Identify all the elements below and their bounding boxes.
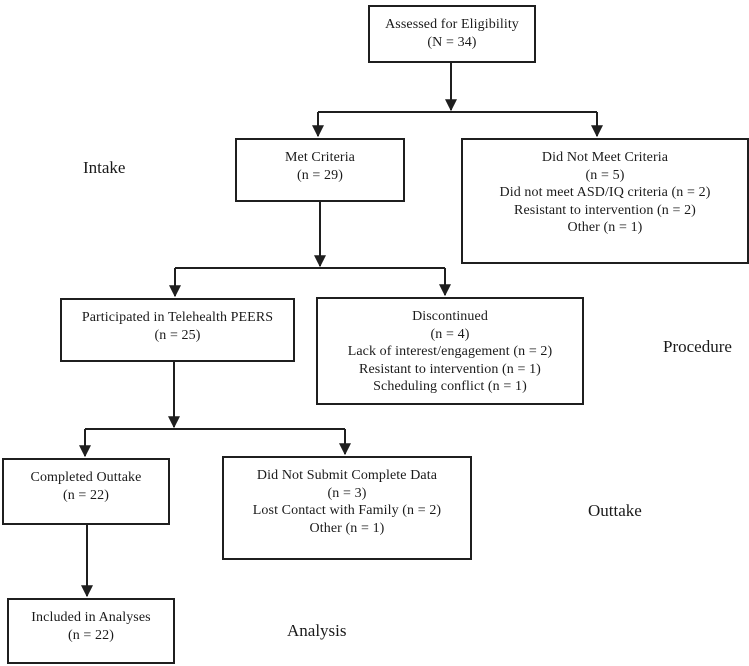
flow-box-text: Completed Outtake (n = 22) (30, 470, 142, 503)
connector-assessed-to-intake-branch (312, 63, 603, 138)
flow-box-text: Included in Analyses (n = 22) (31, 610, 151, 643)
flow-box-did-not-meet-criteria: Did Not Meet Criteria (n = 5) Did not me… (461, 138, 749, 264)
connector-participated-to-outtake-branch (79, 362, 351, 458)
flow-box-text: Met Criteria (n = 29) (284, 150, 355, 183)
flow-box-text: Participated in Telehealth PEERS (n = 25… (81, 310, 274, 343)
flow-box-included-in-analyses: Included in Analyses (n = 22) (7, 598, 175, 664)
flow-box-did-not-submit-complete-data: Did Not Submit Complete Data (n = 3) Los… (222, 456, 472, 560)
flow-box-assessed-for-eligibility: Assessed for Eligibility (N = 34) (368, 5, 536, 63)
flow-box-text: Did Not Meet Criteria (n = 5) Did not me… (499, 150, 711, 235)
stage-label-intake: Intake (83, 158, 126, 177)
flow-box-participated-in-telehealth-peers: Participated in Telehealth PEERS (n = 25… (60, 298, 295, 362)
stage-label-outtake: Outtake (588, 501, 642, 520)
flow-box-text: Assessed for Eligibility (N = 34) (385, 17, 519, 50)
connector-met-to-procedure-branch (169, 202, 451, 298)
flow-box-completed-outtake: Completed Outtake (n = 22) (2, 458, 170, 525)
stage-label-procedure: Procedure (663, 337, 732, 356)
flow-box-met-criteria: Met Criteria (n = 29) (235, 138, 405, 202)
flow-box-text: Did Not Submit Complete Data (n = 3) Los… (252, 468, 442, 536)
flow-box-discontinued: Discontinued (n = 4) Lack of interest/en… (316, 297, 584, 405)
flow-box-text: Discontinued (n = 4) Lack of interest/en… (347, 309, 553, 394)
stage-label-analysis: Analysis (287, 621, 347, 640)
